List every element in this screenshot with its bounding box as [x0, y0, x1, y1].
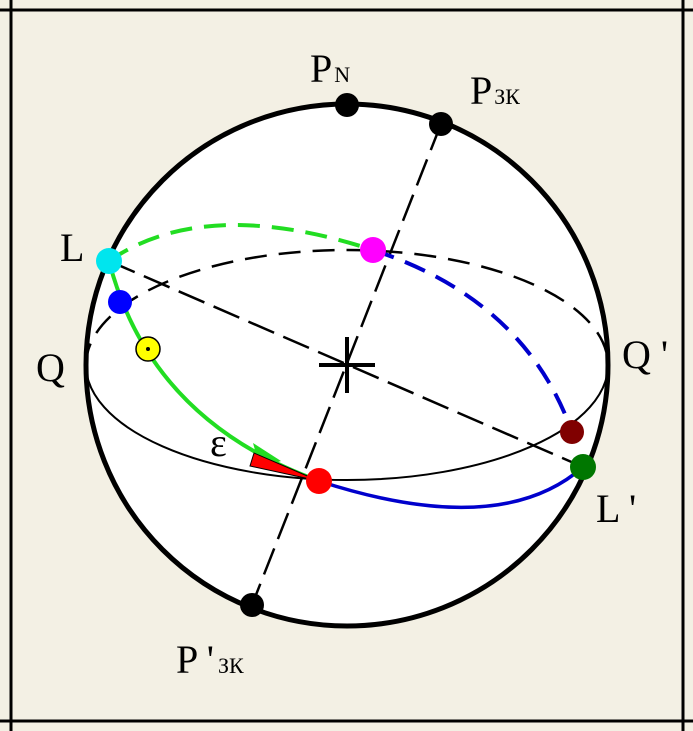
- label-ecliptic-pole: PЗК: [470, 68, 520, 113]
- label-north-pole: PN: [310, 46, 350, 91]
- solstice-line-dashed: [108, 259, 584, 469]
- blue-front-arc: [318, 465, 585, 510]
- point-L: [96, 248, 122, 274]
- ecliptic-back-green-dashed: [107, 223, 374, 263]
- label-ecliptic-pole-opposite: P 'ЗК: [176, 637, 244, 682]
- center-cross-icon: [319, 337, 375, 393]
- ecliptic-pole-opposite-point: [240, 593, 264, 617]
- label-solstice-left: L: [60, 225, 84, 270]
- autumn-equinox-point: [360, 237, 386, 263]
- label-equator-left: Q: [36, 345, 65, 390]
- ecliptic-axis-dashed: [250, 123, 443, 606]
- obliquity-angle-wedge: [249, 452, 320, 482]
- label-equator-right: Q ': [622, 332, 668, 377]
- point-blue: [108, 290, 132, 314]
- ecliptic-pole-point: [429, 112, 453, 136]
- point-dark-red: [560, 420, 584, 444]
- label-obliquity: ε: [210, 420, 227, 465]
- point-L-prime: [570, 454, 596, 480]
- label-solstice-right: L ': [596, 486, 636, 531]
- blue-back-dashed: [372, 248, 574, 433]
- north-pole-point: [335, 93, 359, 117]
- equator-front: [85, 364, 609, 481]
- equator-back-dashed: [84, 248, 610, 366]
- vernal-equinox-point: [306, 468, 332, 494]
- sun-icon: [135, 336, 161, 362]
